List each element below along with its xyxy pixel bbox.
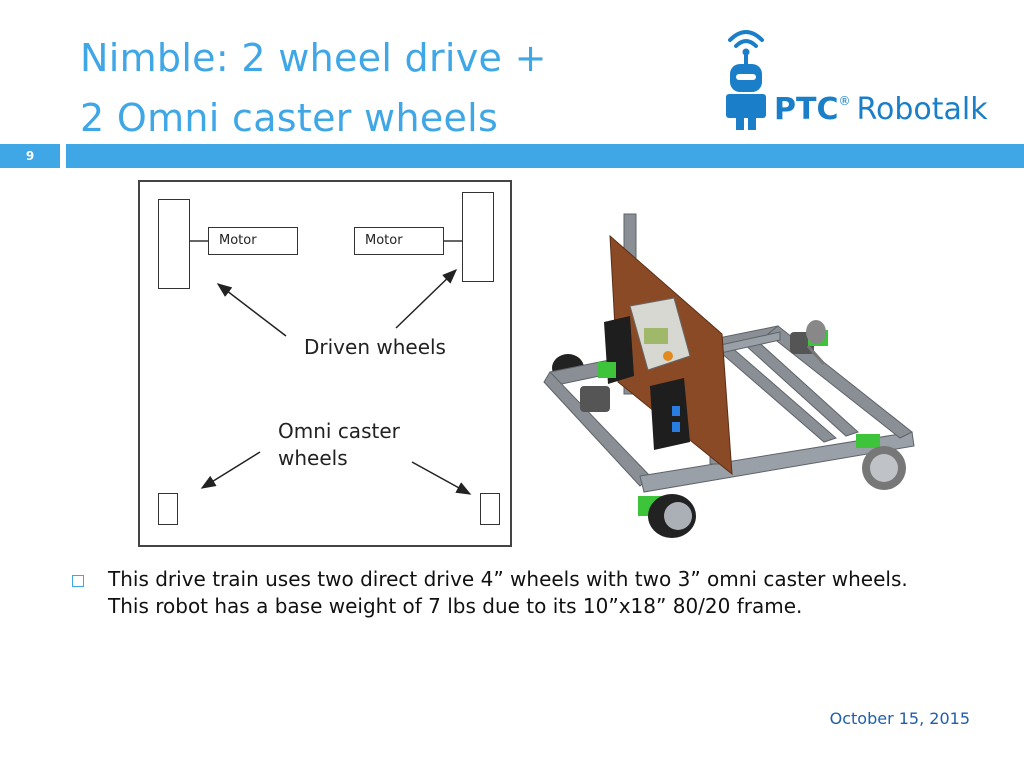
title-rule-bar [66, 144, 1024, 168]
robot-wifi-icon [726, 30, 766, 130]
arrow-omni-right [411, 461, 472, 495]
logo-product: Robotalk [856, 92, 988, 127]
logo-brand: PTC [774, 92, 839, 127]
slide-number: 9 [0, 144, 60, 168]
omni-label-line-2: wheels [278, 446, 348, 470]
title-line-1: Nimble: 2 wheel drive + [80, 36, 547, 80]
omni-wheel-right [480, 493, 500, 525]
arrow-driven-left [216, 283, 287, 337]
omni-wheel-left [158, 493, 178, 525]
robot-chassis-image [543, 213, 915, 538]
arrow-driven-right [395, 268, 458, 329]
motor-left: Motor [208, 227, 298, 255]
diagram-lines [190, 240, 472, 495]
driven-wheels-label: Driven wheels [304, 335, 446, 359]
omni-caster-label: Omni caster wheels [278, 418, 400, 472]
driven-wheel-right [462, 192, 494, 282]
slide-title: Nimble: 2 wheel drive + 2 Omni caster wh… [80, 28, 680, 148]
title-line-2: 2 Omni caster wheels [80, 96, 499, 140]
omni-label-line-1: Omni caster [278, 419, 400, 443]
footer-date: October 15, 2015 [829, 709, 970, 728]
motor-right: Motor [354, 227, 444, 255]
bullet-text: This drive train uses two direct drive 4… [108, 567, 908, 618]
ptc-robotalk-logo: PTC® Robotalk [722, 26, 1012, 136]
arrow-omni-left [200, 451, 261, 489]
bullet-marker [72, 575, 84, 587]
logo-wordmark: PTC® Robotalk [774, 92, 988, 127]
driven-wheel-left [158, 199, 190, 289]
logo-registered-mark: ® [838, 94, 851, 108]
drive-layout-diagram: Motor Motor Driven wheels Omni caster wh… [138, 180, 512, 547]
